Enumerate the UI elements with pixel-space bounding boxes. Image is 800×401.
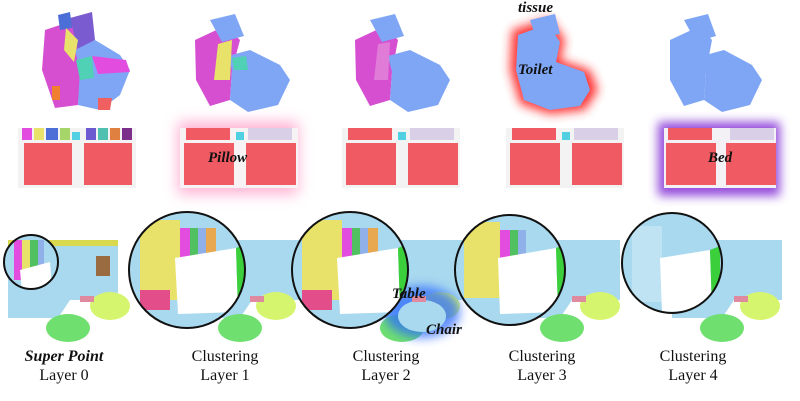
column-label-line2: Layer 4 (668, 367, 718, 384)
toilet-layer0 (42, 12, 130, 110)
column-label-2: Clustering Layer 2 (311, 347, 461, 385)
column-label-line2: Layer 3 (517, 367, 567, 384)
column-label-line2: Layer 0 (39, 367, 89, 384)
bed-layer4 (658, 122, 780, 196)
scene-layer4 (621, 212, 782, 342)
toilet-layer2 (355, 14, 450, 112)
column-label-line2: Layer 2 (361, 367, 411, 384)
column-label-line1: Clustering (352, 348, 420, 365)
column-label-line1: Clustering (508, 348, 576, 365)
annotation-pillow: Pillow (208, 150, 248, 166)
annotation-bed: Bed (708, 150, 733, 166)
column-label-line1: Clustering (191, 348, 259, 365)
toilet-layer1 (195, 14, 290, 112)
bed-layer0 (18, 128, 136, 188)
bed-layer2 (342, 128, 460, 188)
bed-layer3 (506, 128, 624, 188)
scene-layer0 (3, 234, 130, 342)
annotation-table: Table (392, 286, 426, 302)
bed-layer1 (178, 122, 298, 194)
scene-layer1 (128, 211, 300, 342)
column-label-1: Clustering Layer 1 (150, 347, 300, 385)
toilet-layer3 (510, 14, 598, 114)
toilet-layer4 (670, 14, 762, 112)
column-label-4: Clustering Layer 4 (618, 347, 768, 385)
column-label-3: Clustering Layer 3 (467, 347, 617, 385)
scene-layer3 (454, 214, 620, 342)
column-label-line1: Super Point (24, 348, 104, 365)
column-label-line2: Layer 1 (200, 367, 250, 384)
column-label-line1: Clustering (659, 348, 727, 365)
column-label-0: Super Point Layer 0 (0, 347, 139, 385)
annotation-tissue: tissue (518, 0, 554, 16)
scene-layer2 (291, 211, 462, 342)
annotation-toilet: Toilet (518, 62, 553, 78)
annotation-chair: Chair (426, 322, 462, 338)
